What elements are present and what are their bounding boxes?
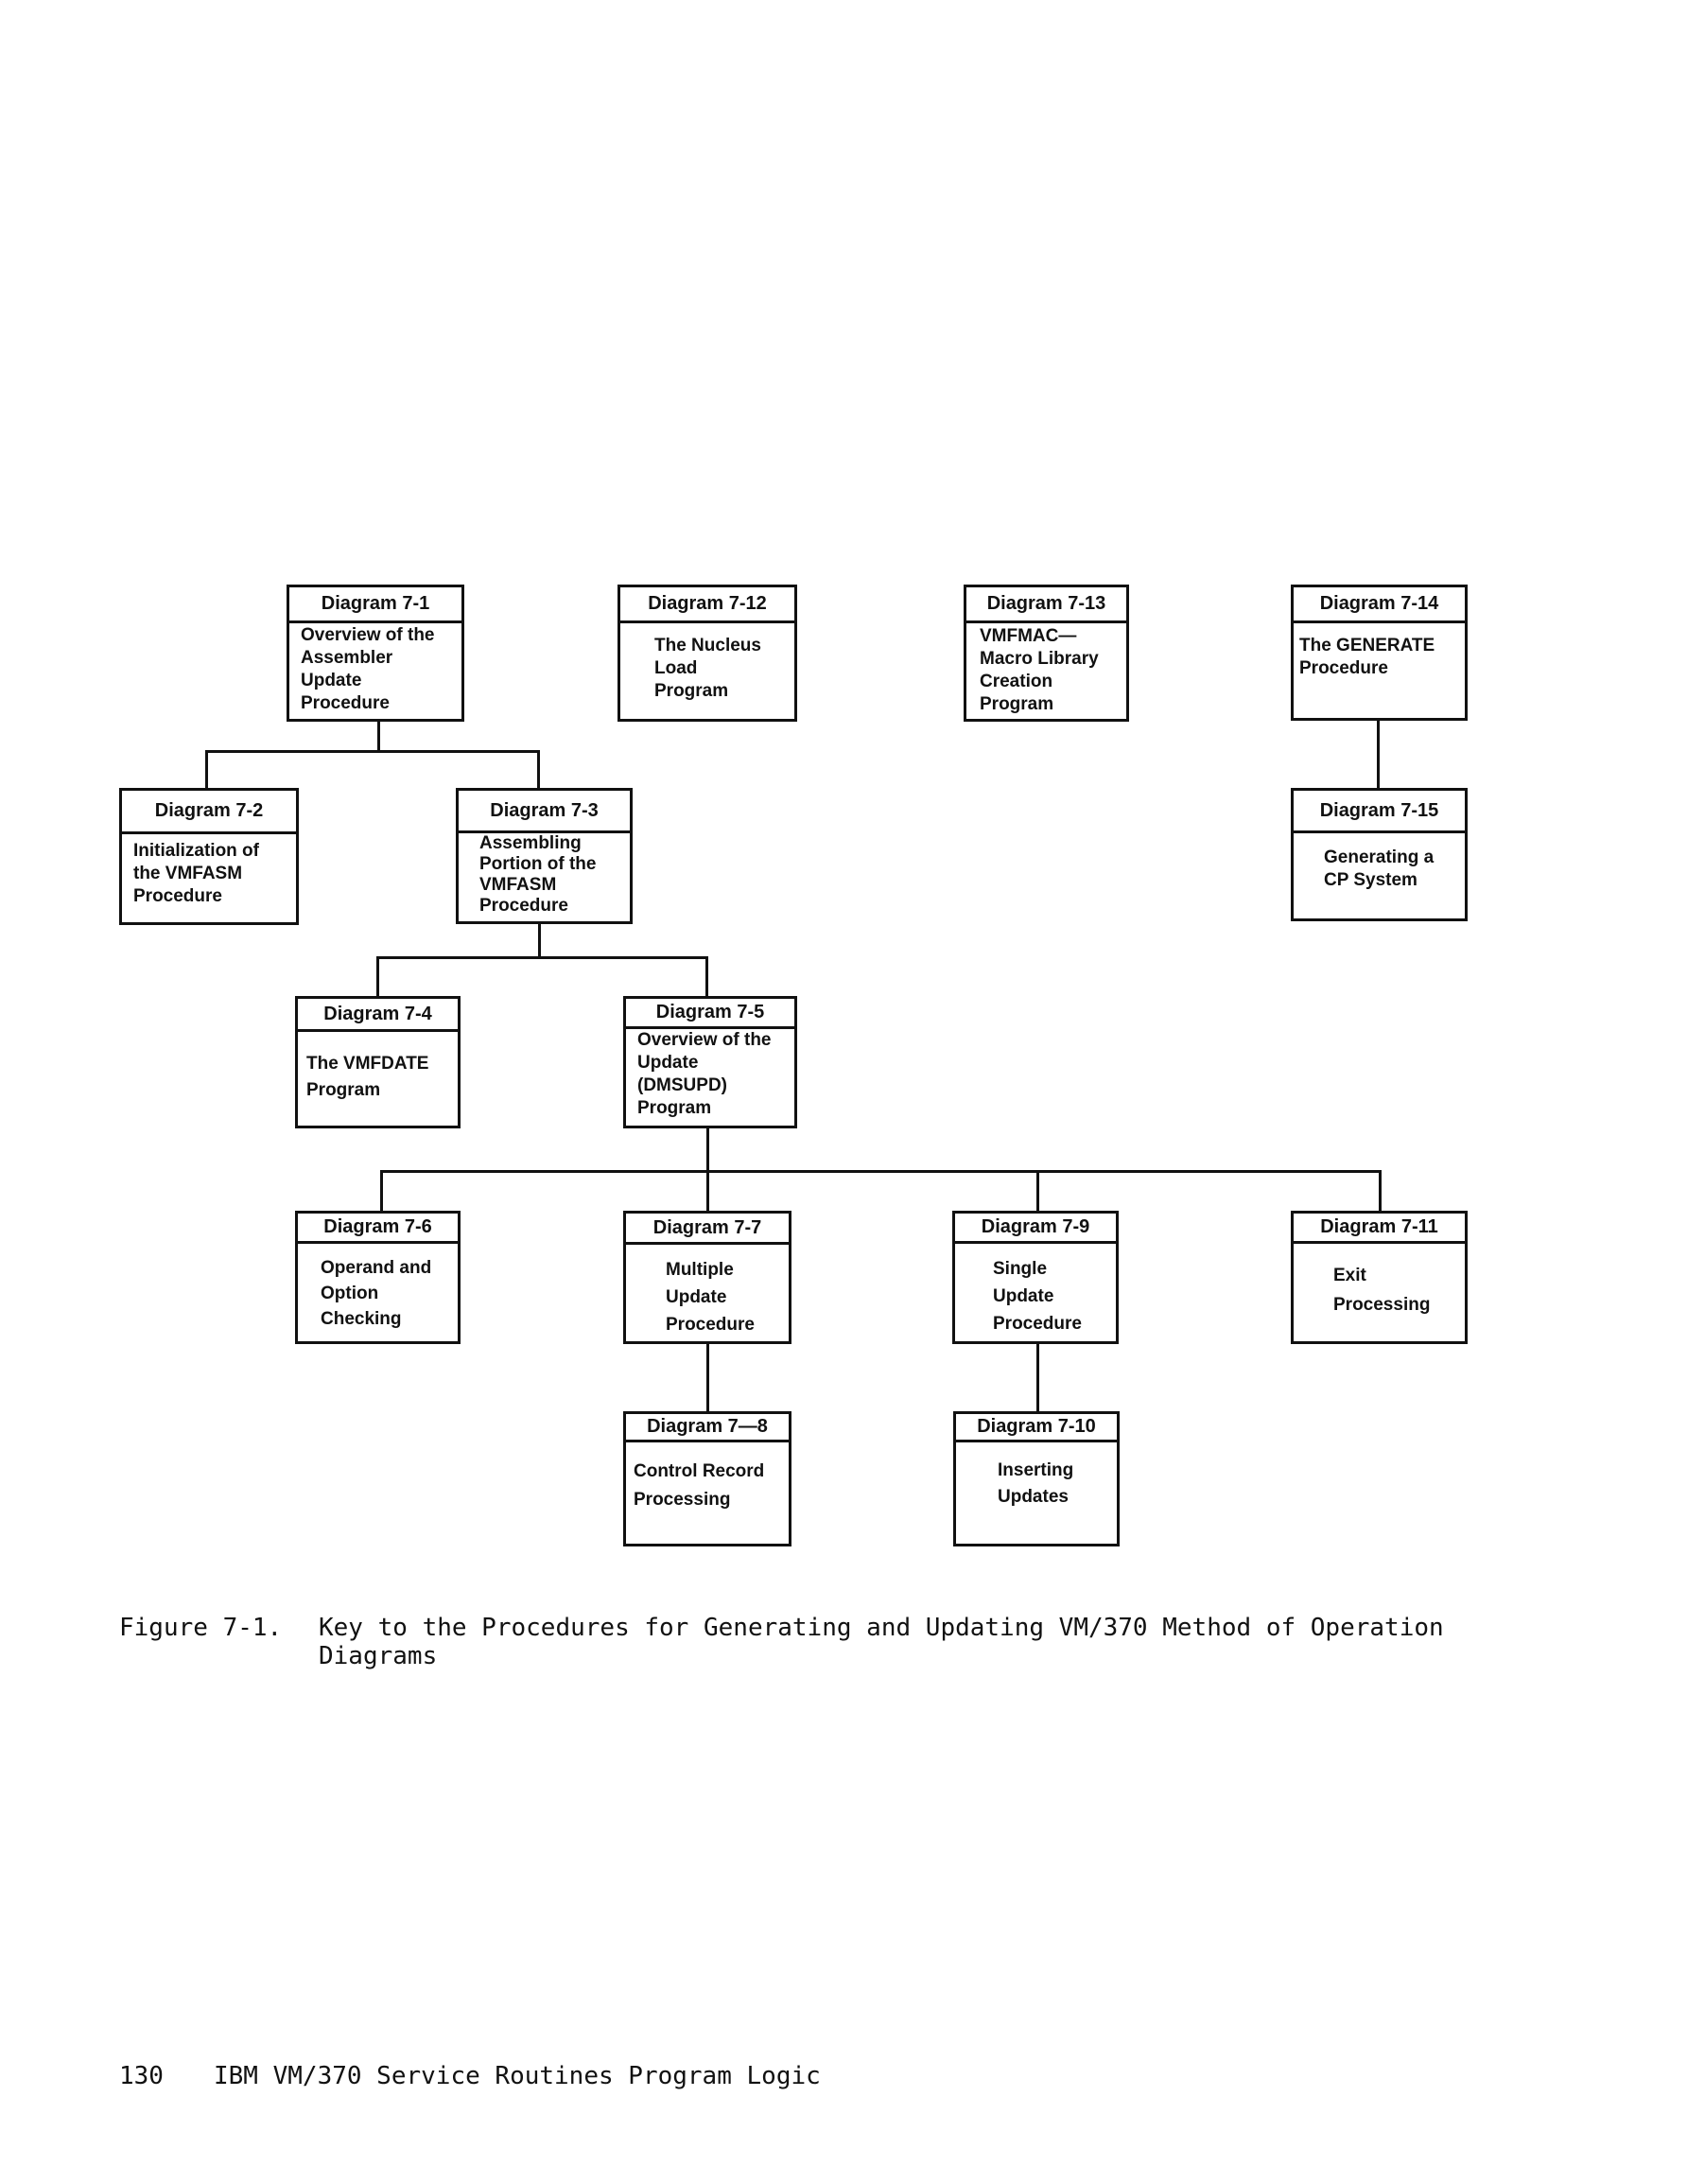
box-text-line: Procedure [1299,658,1388,678]
diagram-box-7-8: Diagram 7—8 Control Record Processing [623,1411,791,1546]
figure-caption-text-continued: Diagrams [319,1642,438,1670]
box-header: Diagram 7—8 [626,1414,789,1442]
diagram-box-7-4: Diagram 7-4 The VMFDATE Program [295,996,461,1128]
connector-line [380,1170,383,1214]
box-text-line: Procedure [666,1315,755,1335]
box-text-line: Program [980,694,1054,714]
box-header: Diagram 7-7 [626,1214,789,1245]
box-text-line: Processing [634,1490,731,1510]
box-text-line: Portion of the [479,854,597,874]
box-text-line: Overview of the [637,1030,772,1050]
box-text-line: Assembler [301,648,393,668]
box-text-line: Multiple [666,1260,734,1280]
connector-line [706,1341,709,1413]
connector-line [380,1170,1381,1173]
connector-line [1036,1170,1039,1214]
box-text-line: Single [993,1259,1048,1279]
box-text-line: Macro Library [980,649,1099,669]
box-text-line: Inserting [998,1460,1074,1480]
figure-caption-label: Figure 7-1. [119,1614,283,1642]
diagram-box-7-7: Diagram 7-7 Multiple Update Procedure [623,1211,791,1344]
diagram-box-7-2: Diagram 7-2 Initialization of the VMFASM… [119,788,299,925]
box-text-line: Update [637,1053,699,1073]
connector-line [1036,1341,1039,1413]
box-header: Diagram 7-4 [298,999,458,1032]
box-text-line: The VMFDATE [306,1054,429,1074]
box-header: Diagram 7-6 [298,1214,458,1244]
box-text-line: Overview of the [301,625,435,645]
box-header: Diagram 7-3 [459,791,630,833]
box-text-line: Creation [980,672,1053,691]
box-text-line: Procedure [479,896,568,916]
box-text-line: Exit [1333,1266,1366,1285]
box-text-line: Updates [998,1487,1069,1507]
box-text-line: Generating a [1324,847,1435,867]
box-text-line: The GENERATE [1299,636,1435,655]
diagram-box-7-14: Diagram 7-14 The GENERATE Procedure [1291,585,1468,721]
figure-caption-text: Key to the Procedures for Generating and… [319,1614,1444,1642]
connector-line [205,750,208,792]
connector-line [537,750,540,792]
diagram-box-7-12: Diagram 7-12 The Nucleus Load Program [617,585,797,722]
box-text-line: Procedure [301,693,390,713]
diagram-box-7-6: Diagram 7-6 Operand and Option Checking [295,1211,461,1344]
box-header: Diagram 7-12 [620,587,794,623]
running-footer-title: IBM VM/370 Service Routines Program Logi… [214,2062,821,2090]
box-text-line: Update [301,671,362,690]
page-number: 130 [119,2062,164,2090]
box-text-line: Processing [1333,1295,1431,1315]
box-text-line: VMFMAC— [980,626,1077,646]
box-text-line: (DMSUPD) [637,1075,727,1095]
box-header: Diagram 7-13 [966,587,1126,623]
box-text-line: the VMFASM [133,864,243,883]
diagram-box-7-10: Diagram 7-10 Inserting Updates [953,1411,1120,1546]
diagram-box-7-15: Diagram 7-15 Generating a CP System [1291,788,1468,921]
box-text-line: Update [666,1287,727,1307]
connector-line [538,924,541,958]
connector-line [1379,1170,1382,1214]
box-text-line: Load [654,658,698,678]
box-text-line: Program [306,1080,381,1100]
box-header: Diagram 7-14 [1294,587,1465,623]
diagram-box-7-5: Diagram 7-5 Overview of the Update (DMSU… [623,996,797,1128]
connector-line [1377,721,1380,791]
box-header: Diagram 7-1 [289,587,461,623]
box-text-line: Option [321,1284,379,1303]
box-text-line: Initialization of [133,841,259,861]
box-text-line: Procedure [993,1314,1082,1334]
diagram-box-7-13: Diagram 7-13 VMFMAC— Macro Library Creat… [964,585,1129,722]
box-header: Diagram 7-11 [1294,1214,1465,1244]
box-header: Diagram 7-9 [955,1214,1116,1244]
box-header: Diagram 7-2 [122,791,296,834]
box-text-line: Control Record [634,1461,765,1481]
diagram-box-7-11: Diagram 7-11 Exit Processing [1291,1211,1468,1344]
box-text-line: Procedure [133,886,222,906]
box-text-line: Checking [321,1309,402,1329]
connector-line [377,722,380,752]
box-text-line: The Nucleus [654,636,761,655]
diagram-box-7-1: Diagram 7-1 Overview of the Assembler Up… [287,585,464,722]
box-text-line: VMFASM [479,875,557,895]
box-header: Diagram 7-15 [1294,791,1465,833]
box-header: Diagram 7-10 [956,1414,1117,1442]
diagram-box-7-3: Diagram 7-3 Assembling Portion of the VM… [456,788,633,924]
connector-line [376,956,379,999]
box-text-line: Operand and [321,1258,432,1278]
box-text-line: Assembling [479,833,582,853]
connector-line [376,956,707,959]
box-header: Diagram 7-5 [626,999,794,1029]
box-text-line: Update [993,1286,1054,1306]
box-text-line: CP System [1324,870,1417,890]
diagram-box-7-9: Diagram 7-9 Single Update Procedure [952,1211,1119,1344]
box-text-line: Program [637,1098,712,1118]
connector-line [705,956,708,999]
box-text-line: Program [654,681,729,701]
connector-line [205,750,539,753]
